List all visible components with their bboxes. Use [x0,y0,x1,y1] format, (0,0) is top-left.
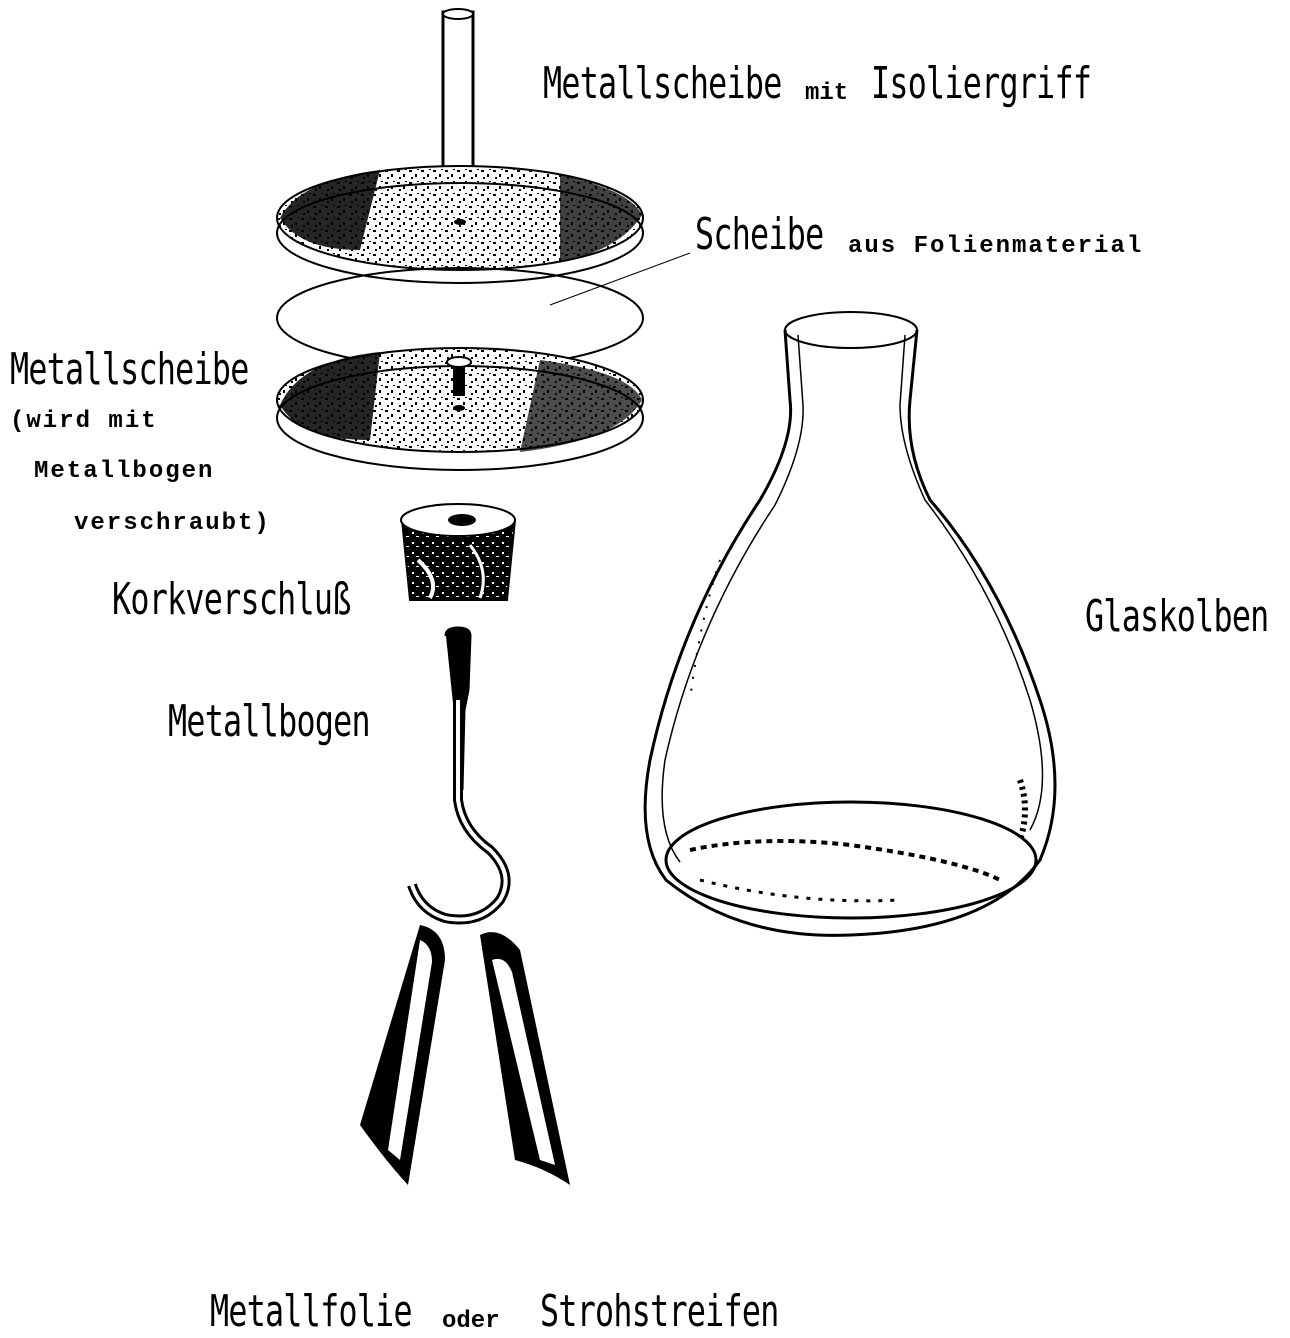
label-foil-disc-main: Scheibe [695,213,823,257]
label-lower-disc-line2: Metallbogen [34,460,214,484]
glass-flask [645,312,1055,935]
metal-arc [412,628,506,920]
top-metal-disc [277,166,643,283]
label-flask: Glaskolben [1085,595,1269,639]
foil-strips [360,925,570,1185]
label-bottom-mid: oder [442,1310,500,1334]
label-top-disc-mid: mit [805,82,848,106]
label-arc: Metallbogen [168,700,370,744]
label-cork: Korkverschluß [112,578,351,622]
label-lower-disc-line3: verschraubt) [74,512,271,536]
cork-stopper [401,504,515,600]
lower-metal-disc [277,348,643,470]
label-foil-disc-rest: aus Folienmaterial [848,235,1143,259]
label-lower-disc-line1: (wird mit [10,410,158,434]
label-lower-disc-title: Metallscheibe [10,348,249,392]
label-top-disc-end: Isoliergriff [871,62,1091,106]
label-bottom-main: Metallfolie [210,1290,412,1334]
label-bottom-end: Strohstreifen [540,1290,779,1334]
label-top-disc-main: Metallscheibe [543,62,782,106]
